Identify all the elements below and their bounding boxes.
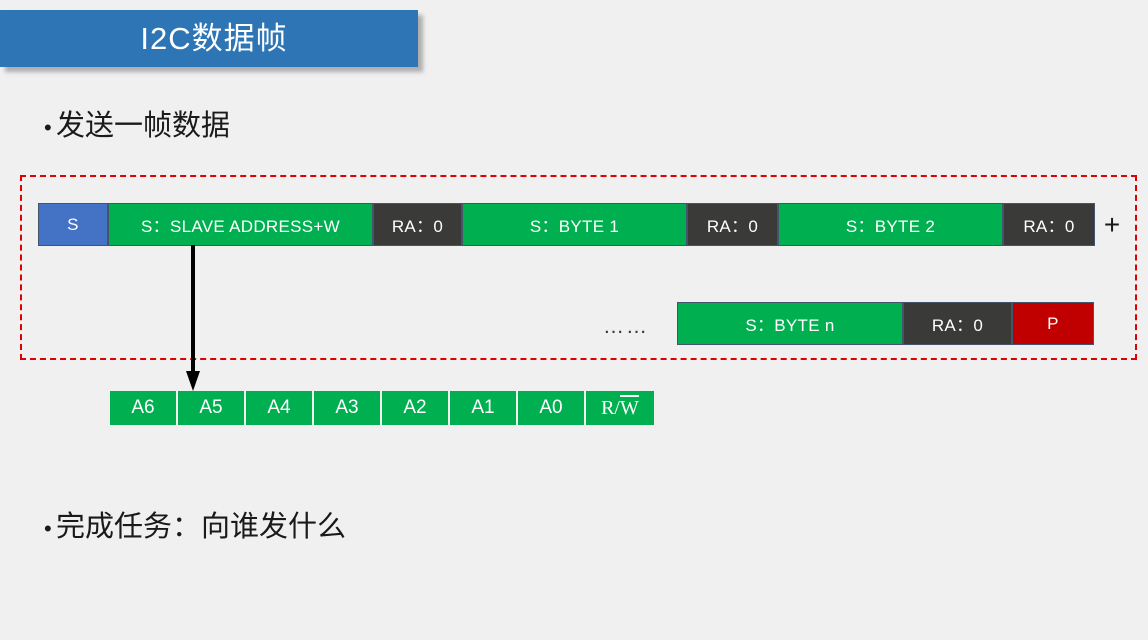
address-bit-read-write: R/W: [586, 391, 654, 425]
cell-byte-1: S：BYTE 1: [462, 203, 687, 246]
bullet-marker: •: [44, 516, 52, 541]
address-bit-a0: A0: [518, 391, 586, 425]
cell-ack-byte-2: RA：0: [1003, 203, 1095, 246]
page-title: I2C数据帧: [140, 21, 288, 56]
address-bit-a4: A4: [246, 391, 314, 425]
rw-prefix: R/: [601, 396, 620, 419]
frame-row-top: S S：SLAVE ADDRESS+W RA：0 S：BYTE 1 RA：0 S…: [38, 203, 1095, 246]
address-bit-a1: A1: [450, 391, 518, 425]
address-breakout-arrow: [186, 245, 200, 391]
cell-ack-byte-n: RA：0: [903, 302, 1012, 345]
address-bit-a2: A2: [382, 391, 450, 425]
continuation-ellipsis: ……: [603, 315, 649, 338]
rw-overline-part: W: [620, 396, 639, 419]
bullet-item-task: • 完成任务：向谁发什么: [0, 513, 346, 542]
address-bit-row: A6 A5 A4 A3 A2 A1 A0 R/W: [110, 391, 654, 425]
address-bit-a6: A6: [110, 391, 178, 425]
bullet-marker: •: [44, 115, 52, 140]
frame-dashed-border: [20, 175, 1137, 360]
bullet-label: 发送一帧数据: [56, 110, 231, 142]
bullet-item-send-frame: • 发送一帧数据: [0, 112, 230, 141]
plus-sign: +: [1103, 209, 1121, 240]
address-bit-a3: A3: [314, 391, 382, 425]
slide-title-bar: I2C数据帧: [0, 10, 418, 67]
address-bit-a5: A5: [178, 391, 246, 425]
cell-ack-address: RA：0: [373, 203, 462, 246]
cell-stop-condition: P: [1012, 302, 1094, 345]
cell-ack-byte-1: RA：0: [687, 203, 778, 246]
cell-byte-n: S：BYTE n: [677, 302, 903, 345]
cell-slave-address: S：SLAVE ADDRESS+W: [108, 203, 373, 246]
cell-start-condition: S: [38, 203, 108, 246]
bullet-label: 完成任务：向谁发什么: [56, 511, 347, 543]
cell-byte-2: S：BYTE 2: [778, 203, 1003, 246]
frame-row-bottom: S：BYTE n RA：0 P: [677, 302, 1094, 345]
